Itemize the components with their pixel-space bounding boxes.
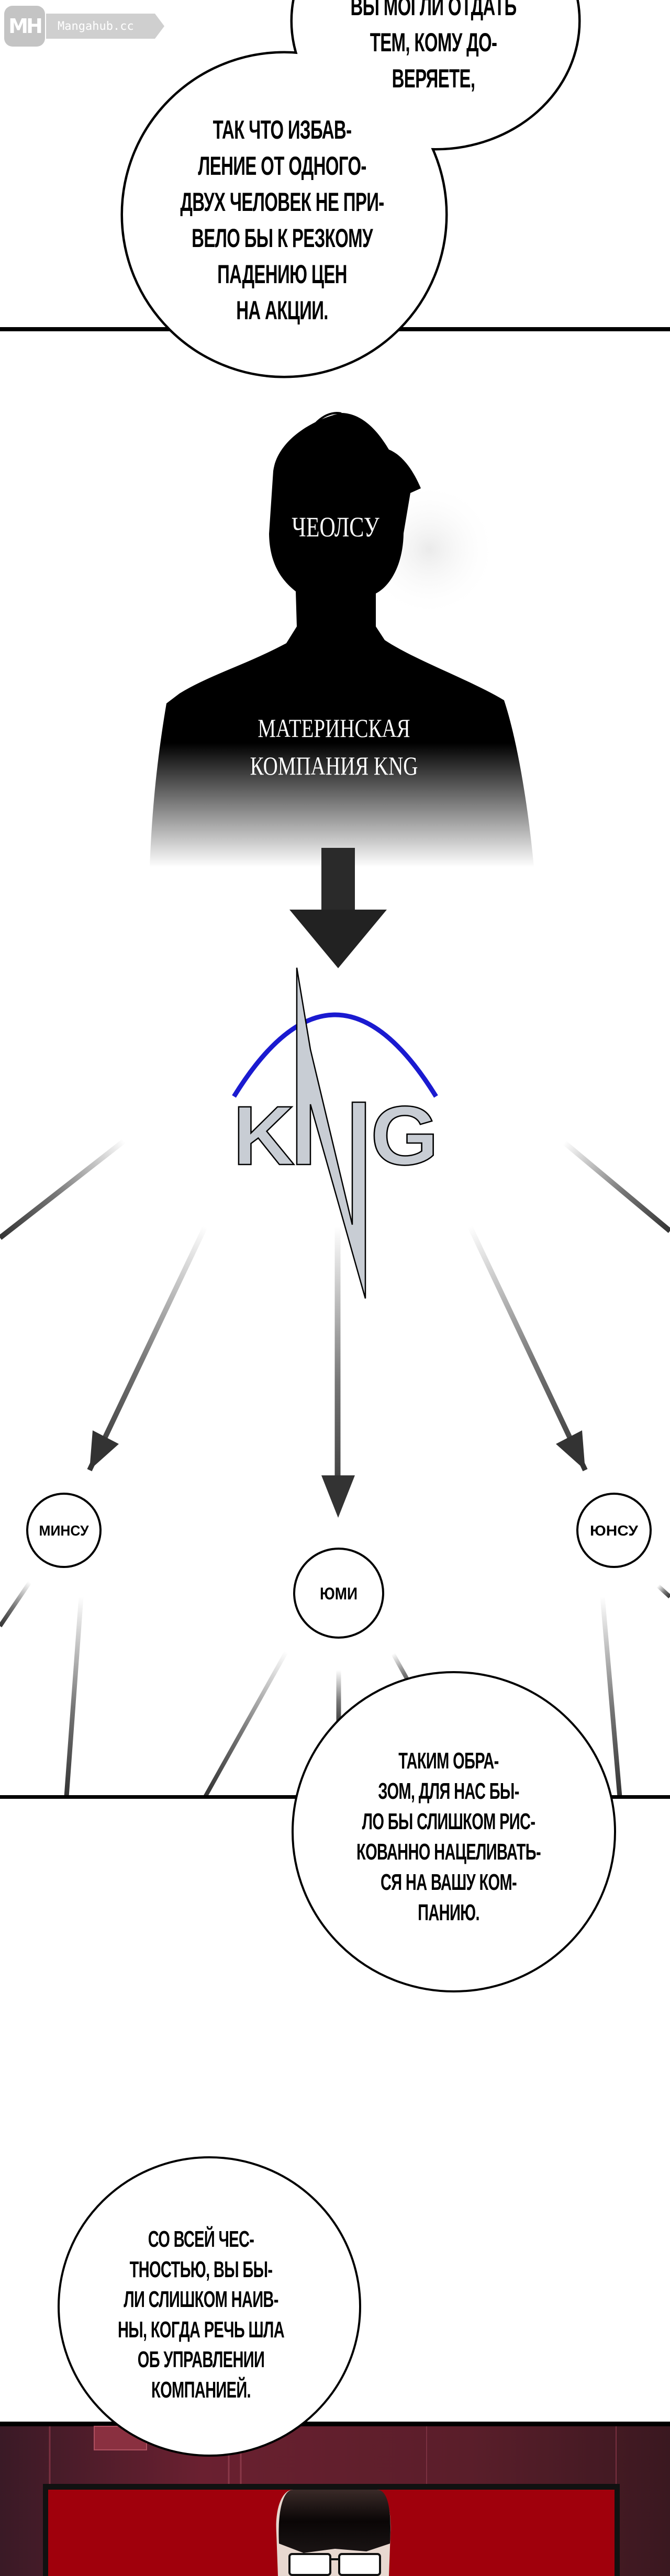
connector-line — [87, 1225, 208, 1472]
bubble-text-line: ЗОМ, ДЛЯ НАС БЫ- — [378, 1778, 519, 1804]
bubble-text-line: ТНОСТЬЮ, ВЫ БЫ- — [129, 2256, 273, 2282]
connector-line — [203, 1651, 288, 1798]
bubble-text-line: ТАК ЧТО ИЗБАВ- — [213, 115, 352, 144]
node-label-yumi: ЮМИ — [320, 1584, 358, 1603]
bubble-text-line: ПАНИЮ. — [418, 1900, 479, 1925]
arrow-head-right-icon — [556, 1430, 585, 1470]
down-arrow-icon — [289, 848, 387, 968]
silhouette-name: ЧЕОЛСУ — [292, 511, 379, 543]
character-head — [276, 2490, 391, 2576]
bubble-text-line: ВЕЛО БЫ К РЕЗКОМУ — [192, 223, 373, 253]
node-circle-yunsu — [576, 1493, 652, 1568]
bubble-text-line: ВЕРЯЕТЕ, — [392, 64, 475, 93]
bubble-text-line: КОВАННО НАЦЕЛИВАТЬ- — [356, 1839, 541, 1865]
connector-line — [467, 1225, 588, 1472]
silhouette-figure — [150, 413, 534, 867]
red-room-panel — [0, 2422, 670, 2576]
logo-letter-g: G — [371, 1089, 439, 1182]
bubble-text-line: ВЫ МОГЛИ ОТДАТЬ — [350, 0, 517, 21]
bubble-text-2: ТАК ЧТО ИЗБАВ- ЛЕНИЕ ОТ ОДНОГО- ДВУХ ЧЕЛОВ… — [99, 112, 465, 329]
bubble-text-line: ТЕМ, КОМУ ДО- — [370, 28, 497, 57]
hair-strand — [305, 412, 342, 440]
node-label-minsu: МИНСУ — [39, 1522, 90, 1539]
node-label-yunsu: ЮНСУ — [590, 1522, 639, 1539]
speech-bubble-bottom — [58, 2156, 361, 2457]
bubble-text-line: ЛО БЫ СЛИШКОМ РИС- — [362, 1809, 535, 1834]
speech-bubble-middle — [292, 1671, 616, 1992]
bubble-text-line: КОМПАНИЕЙ. — [151, 2377, 251, 2403]
bubble-text-line: ОБ УПРАВЛЕНИИ — [137, 2347, 265, 2372]
org-chart-lines — [0, 1139, 670, 1798]
bubble-text-line: СО ВСЕЙ ЧЕС- — [148, 2226, 254, 2252]
node-circle-yumi — [293, 1548, 384, 1639]
connector-line — [656, 1584, 670, 1598]
connector-line — [562, 1140, 670, 1233]
watermark-site-link[interactable]: Mangahub.cc — [46, 14, 164, 39]
bubble-text-4: СО ВСЕЙ ЧЕС- ТНОСТЬЮ, ВЫ БЫ- ЛИ СЛИШКОМ НА… — [18, 2224, 384, 2405]
bubble-text-1: ВЫ МОГЛИ ОТДАТЬ ТЕМ, КОМУ ДО- ВЕРЯЕТЕ, — [250, 0, 617, 97]
logo-letter-k: K — [233, 1089, 295, 1182]
bubble-text-3: ТАКИМ ОБРА- ЗОМ, ДЛЯ НАС БЫ- ЛО БЫ СЛИШКОМ… — [265, 1746, 632, 1928]
watermark-site-text: Mangahub.cc — [58, 19, 134, 33]
connector-line — [64, 1596, 84, 1797]
bubble-text-line: НА АКЦИИ. — [236, 296, 328, 325]
watermark-logo: MH — [4, 6, 45, 47]
bubble-text-line: ПАДЕНИЮ ЦЕН — [217, 260, 347, 289]
connector-line — [0, 1139, 126, 1240]
connector-line — [0, 1581, 32, 1628]
arrow-head-left-icon — [90, 1430, 119, 1470]
node-circle-minsu — [26, 1493, 102, 1568]
connector-line — [600, 1596, 622, 1797]
bubble-text-line: ДВУХ ЧЕЛОВЕК НЕ ПРИ- — [180, 187, 384, 217]
arrow-head-center-icon — [321, 1475, 355, 1518]
bubble-text-line: НЫ, КОГДА РЕЧЬ ШЛА — [117, 2316, 285, 2343]
speech-bubble-top — [120, 0, 581, 378]
silhouette-caption-line2: КОМПАНИЯ KNG — [250, 751, 418, 780]
bubble-text-line: ТАКИМ ОБРА- — [398, 1748, 499, 1774]
bubble-text-line: ЛЕНИЕ ОТ ОДНОГО- — [198, 151, 366, 181]
bubble-text-line: СЯ НА ВАШУ КОМ- — [380, 1869, 517, 1895]
bubble-text-line: ЛИ СЛИШКОМ НАИВ- — [124, 2287, 278, 2312]
kng-logo: K G — [232, 967, 439, 1299]
silhouette-caption-line1: МАТЕРИНСКАЯ — [258, 713, 410, 743]
